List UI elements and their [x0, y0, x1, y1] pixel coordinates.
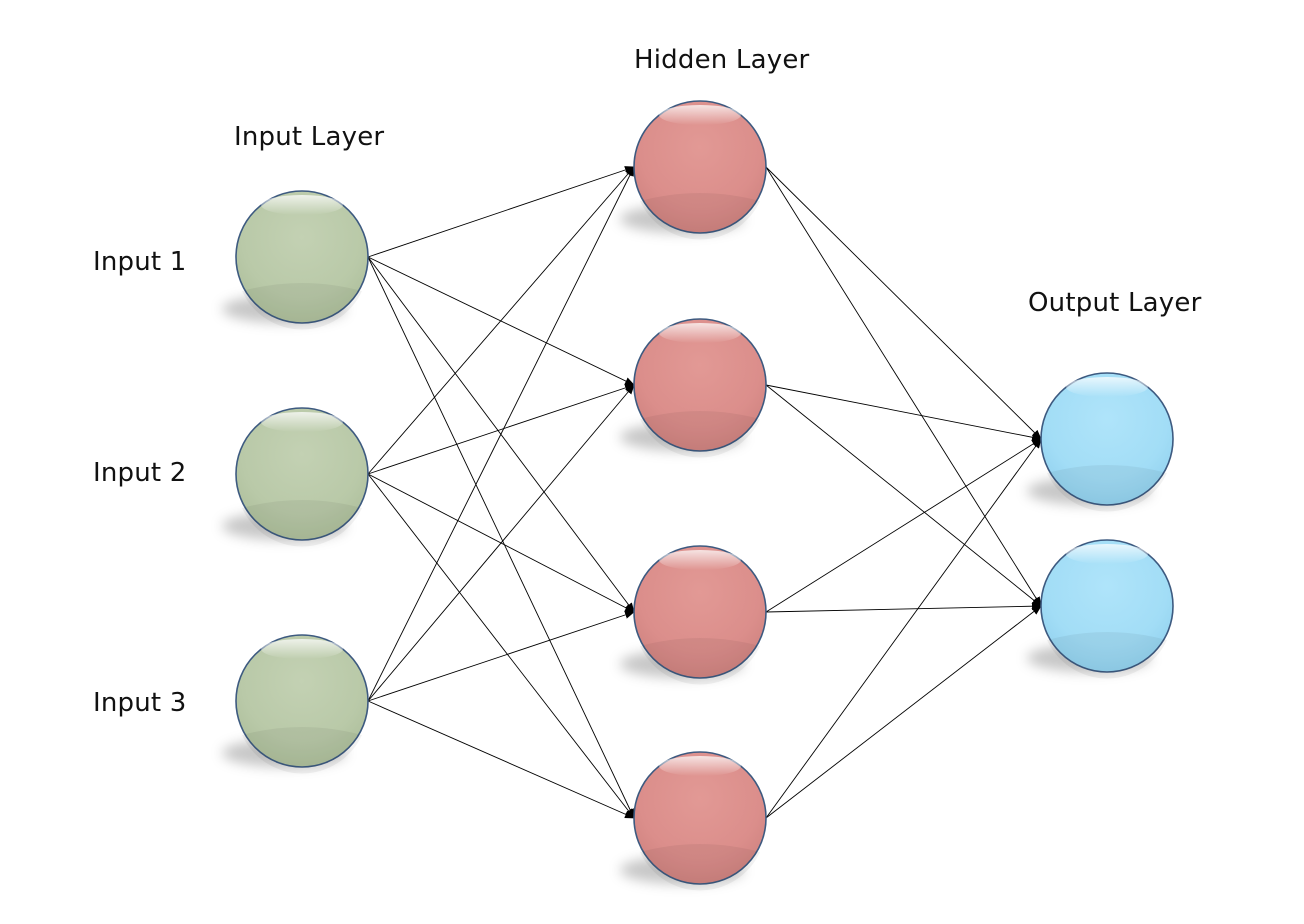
connection-edges: [367, 166, 1042, 819]
output-layer-title: Output Layer: [1028, 288, 1202, 318]
output-node-shade: [1047, 465, 1167, 512]
input-to-hidden-edge: [367, 700, 635, 819]
hidden-node: [633, 545, 767, 685]
input-to-hidden-edge: [367, 166, 635, 258]
input-to-hidden-edge: [367, 166, 635, 702]
input-node-shade: [242, 283, 362, 330]
output-node-highlight: [1066, 377, 1148, 397]
input-node-circle: [235, 407, 369, 541]
input-node-circle: [235, 634, 369, 768]
hidden-node-shade: [640, 638, 760, 685]
output-node-circle: [1040, 372, 1174, 506]
input-to-hidden-edge: [367, 256, 635, 819]
hidden-node-circle: [633, 318, 767, 452]
input-node-label: Input 2: [93, 458, 187, 488]
hidden-node-circle: [633, 751, 767, 885]
hidden-to-output-edge: [765, 384, 1042, 442]
input-node-label: Input 1: [93, 247, 187, 277]
hidden-layer-title: Hidden Layer: [634, 45, 810, 75]
input-layer-title: Input Layer: [234, 122, 385, 152]
output-node-shade: [1047, 632, 1167, 679]
output-node: [1040, 539, 1174, 679]
hidden-node-shade: [640, 193, 760, 240]
hidden-node-highlight: [659, 105, 741, 125]
hidden-node-highlight: [659, 323, 741, 343]
input-node-highlight: [261, 195, 343, 215]
hidden-node-shade: [640, 411, 760, 458]
hidden-to-output-edge: [765, 438, 1042, 819]
output-node-highlight: [1066, 544, 1148, 564]
hidden-to-output-edge: [765, 602, 1042, 613]
input-node-label: Input 3: [93, 688, 187, 718]
input-to-hidden-edge: [367, 384, 635, 702]
hidden-node-highlight: [659, 756, 741, 776]
output-node: [1040, 372, 1174, 512]
output-node-circle: [1040, 539, 1174, 673]
input-node-shade: [242, 727, 362, 774]
input-node-highlight: [261, 412, 343, 432]
hidden-node: [633, 100, 767, 240]
hidden-to-output-edge: [765, 438, 1042, 613]
hidden-to-output-edge: [765, 166, 1042, 440]
input-node: [235, 190, 369, 330]
input-node-circle: [235, 190, 369, 324]
nodes: [235, 100, 1174, 891]
hidden-node: [633, 751, 767, 891]
hidden-node-highlight: [659, 550, 741, 570]
input-to-hidden-edge: [367, 384, 635, 475]
input-node: [235, 634, 369, 774]
hidden-to-output-edge: [765, 384, 1042, 607]
input-node-shade: [242, 500, 362, 547]
input-node: [235, 407, 369, 547]
hidden-to-output-edge: [765, 166, 1042, 607]
hidden-node-circle: [633, 545, 767, 679]
hidden-node: [633, 318, 767, 458]
hidden-to-output-edge: [765, 605, 1042, 819]
input-to-hidden-edge: [367, 473, 635, 819]
hidden-node-circle: [633, 100, 767, 234]
input-to-hidden-edge: [367, 611, 635, 702]
hidden-node-shade: [640, 844, 760, 891]
input-node-highlight: [261, 639, 343, 659]
input-to-hidden-edge: [367, 166, 635, 475]
